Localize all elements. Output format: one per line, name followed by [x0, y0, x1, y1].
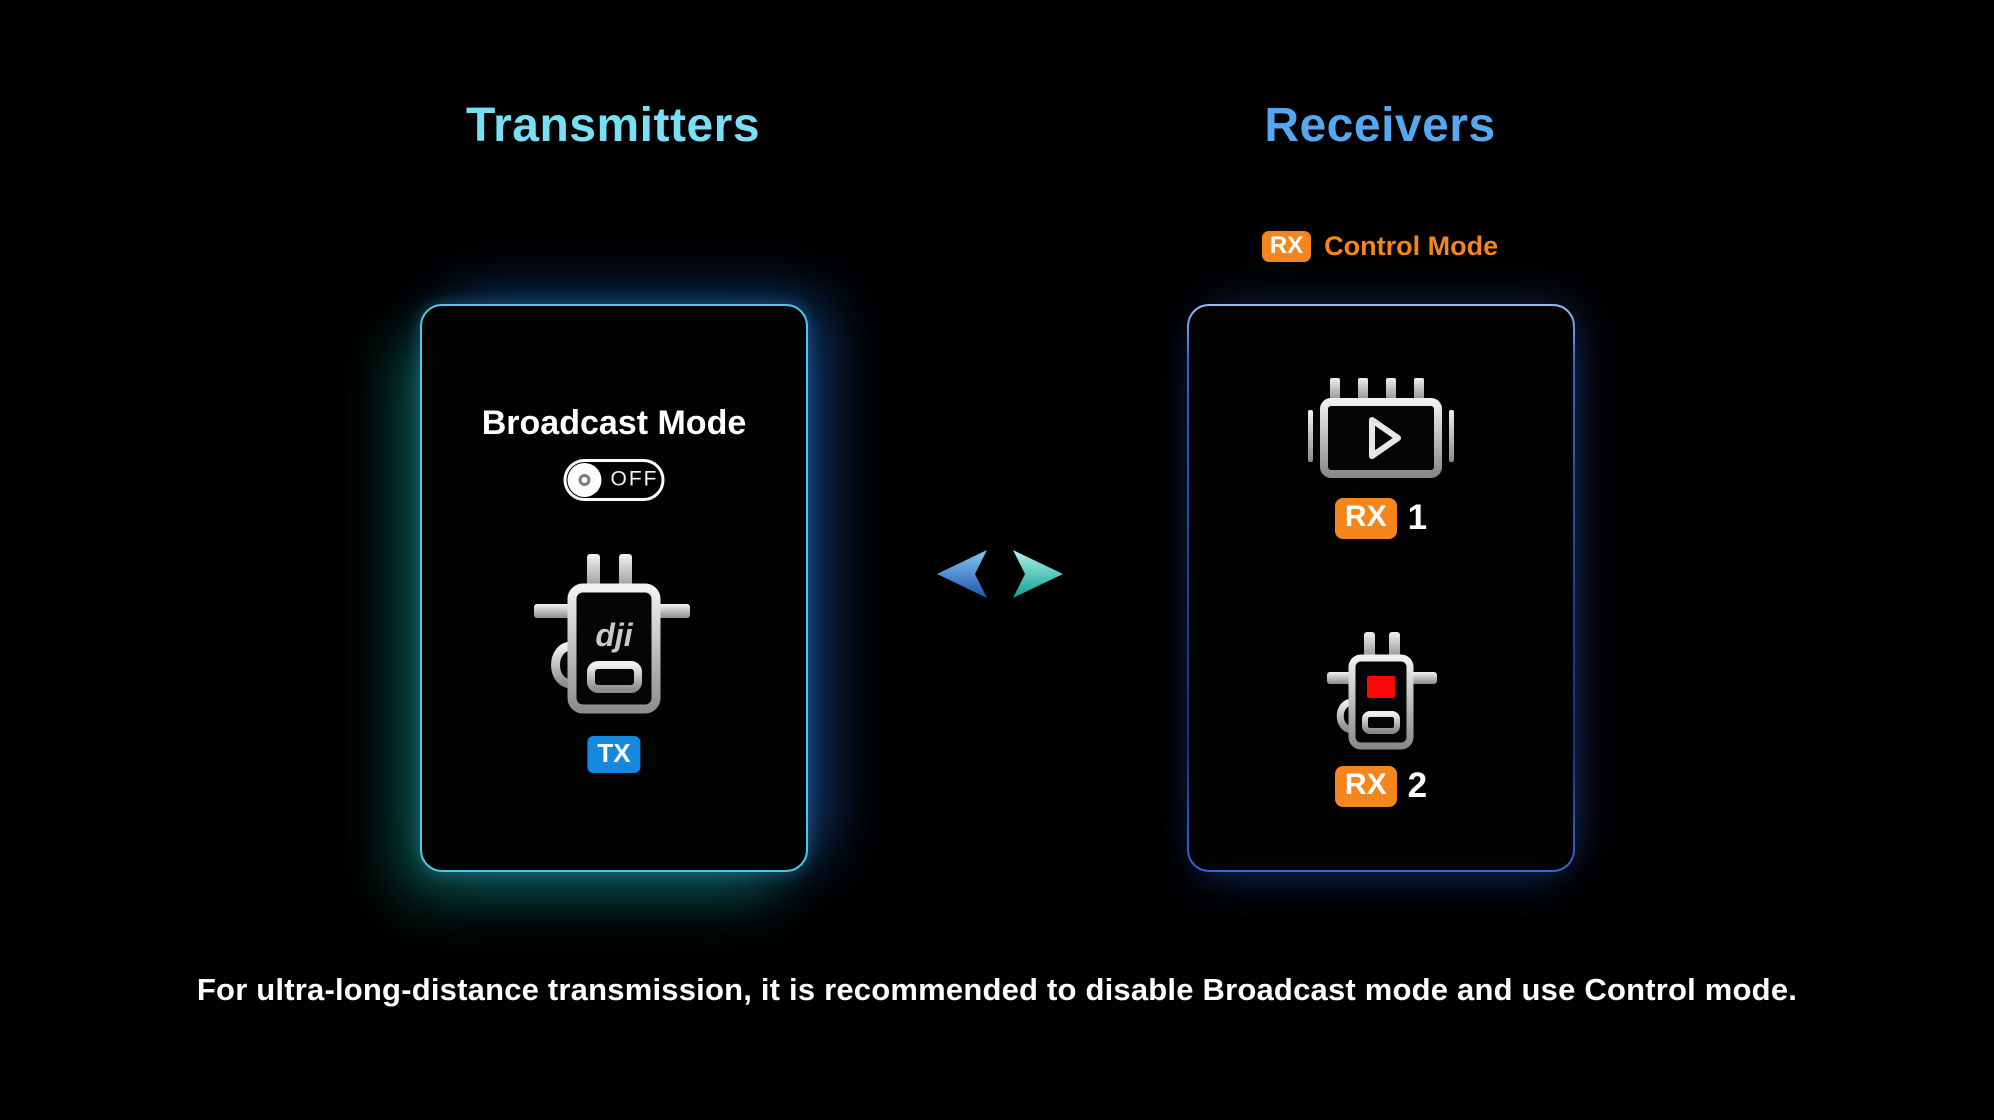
tx-clip-loop: [551, 641, 577, 689]
rx2-label-row: RX 2: [1189, 766, 1573, 807]
monitor-play-icon: [1308, 378, 1454, 478]
rx2-wing-right: [1411, 672, 1437, 684]
rx2-record-screen: [1367, 676, 1395, 698]
rx1-antenna: [1414, 378, 1424, 402]
rx-mode-badge: RX: [1261, 231, 1312, 263]
control-mode-row: RX Control Mode: [1080, 231, 1680, 263]
rx1-body: [1320, 398, 1442, 478]
rx1-side-bar-left: [1308, 410, 1313, 462]
tx-antenna-right: [619, 554, 632, 592]
rx1-label-row: RX 1: [1189, 498, 1573, 539]
rx2-antenna-left: [1364, 632, 1375, 660]
footer-note: For ultra-long-distance transmission, it…: [196, 972, 1798, 1007]
rx2-number: 2: [1407, 766, 1428, 806]
rx1-antenna: [1358, 378, 1368, 402]
rx2-wing-left: [1327, 672, 1353, 684]
rx1-badge: RX: [1334, 498, 1397, 539]
rx1-number: 1: [1407, 498, 1428, 538]
left-arrow-icon: [937, 550, 987, 598]
toggle-knob: [567, 463, 602, 497]
rx1-antenna: [1330, 378, 1340, 402]
tx-wing-left: [534, 604, 572, 618]
tx-badge: TX: [587, 736, 641, 773]
toggle-state-label: OFF: [610, 467, 659, 491]
dji-logo: dji: [595, 617, 633, 653]
tx-screen: [587, 661, 642, 693]
rx1-antenna: [1386, 378, 1396, 402]
receiver-card: RX 1: [1187, 304, 1575, 872]
receiver-card-inner: RX 1: [1189, 306, 1573, 870]
broadcast-mode-label: Broadcast Mode: [481, 404, 747, 442]
receiver-device-icon: [1327, 632, 1437, 750]
broadcast-mode-toggle[interactable]: OFF: [563, 459, 665, 501]
rx2-antenna-right: [1389, 632, 1400, 660]
tx-antenna-left: [587, 554, 600, 592]
transmitter-card: Broadcast Mode OFF: [420, 304, 808, 872]
rx2-badge: RX: [1334, 766, 1397, 807]
rx2-screen: [1362, 711, 1400, 734]
play-icon: [1369, 417, 1401, 459]
right-arrow-icon: [1013, 550, 1063, 598]
tx-wing-right: [652, 604, 690, 618]
link-arrows: [937, 550, 1063, 598]
transmitter-device-icon: dji: [534, 554, 690, 714]
control-mode-label: Control Mode: [1324, 231, 1499, 262]
transmitters-title: Transmitters: [465, 99, 761, 152]
receivers-title: Receivers: [1264, 99, 1496, 152]
toggle-knob-ring-icon: [578, 474, 591, 486]
rx1-side-bar-right: [1449, 410, 1454, 462]
